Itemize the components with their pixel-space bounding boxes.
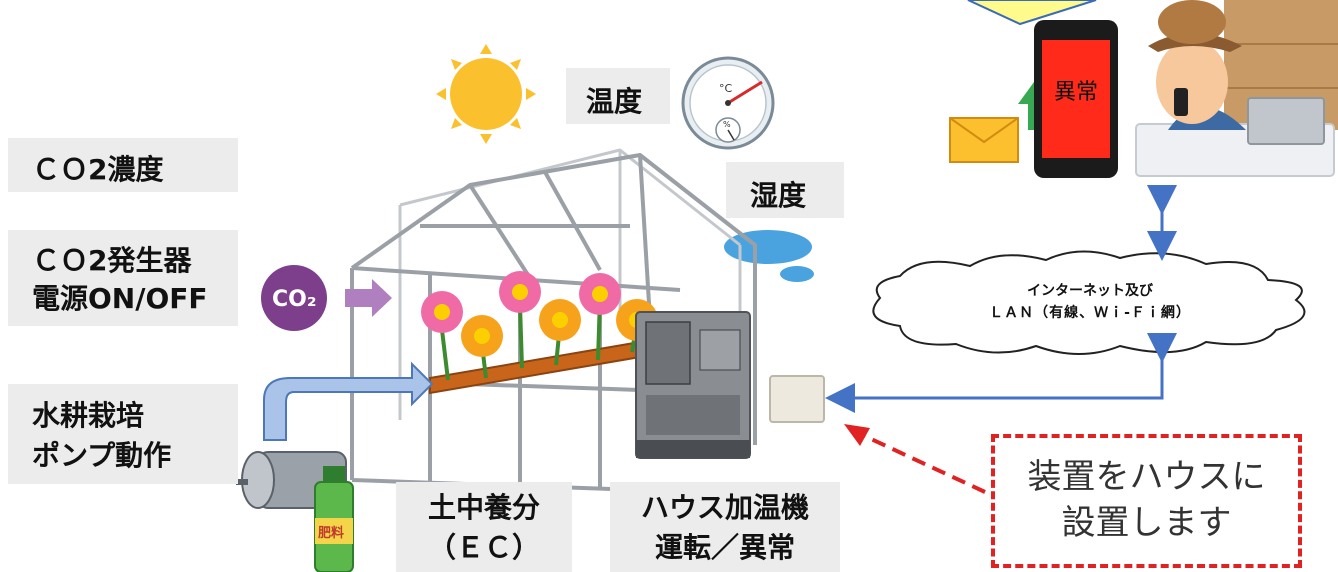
hydroponics-label: 水耕栽培 ポンプ動作 [8,384,238,484]
network-label: インターネット及び ＬＡＮ（有線、Ｗｉ-Ｆｉ網） [900,280,1280,324]
network-line2: ＬＡＮ（有線、Ｗｉ-Ｆｉ網） [989,305,1191,321]
co2-generator-power-text: 電源ON/OFF [32,282,208,315]
humidity-label: 湿度 [726,162,844,218]
co2-generator-text: ＣＯ2発生器 [32,244,192,277]
humidity-text: 湿度 [750,179,807,212]
callout-line1: 装置をハウスに [1027,457,1266,497]
fertilizer-label: 肥料 [318,525,344,541]
heater-label: ハウス加温機 運転／異常 [610,482,840,572]
hydroponics-text: 水耕栽培 [32,399,145,432]
humidity-icon [724,230,814,282]
mail-icon [949,117,1019,163]
callout-line2: 設置します [1061,503,1232,543]
water-flow-arrow [263,361,434,441]
soil-nutrients-label: 土中養分 （ＥＣ） [396,482,572,572]
temperature-text: 温度 [586,85,643,118]
soil-nutrients-text: 土中養分 [427,491,540,524]
flowers-illustration [421,271,658,381]
install-pointer-line [855,430,986,494]
speech-balloon-tail [967,0,1097,26]
install-pointer-head [844,424,870,446]
co2-icon [261,265,392,331]
control-box-device [769,375,825,423]
co2-badge-text: CO₂ [272,287,316,312]
heater-machine-icon [635,311,751,459]
heater-text: ハウス加温機 [640,491,809,524]
network-line1: インターネット及び [1027,283,1153,299]
thermometer-icon [681,56,775,150]
hygrometer-unit: % [723,120,731,129]
pump-operation-text: ポンプ動作 [32,439,172,472]
co2-concentration-label: ＣＯ2濃度 [8,138,238,192]
install-callout: 装置をハウスに 設置します [991,434,1302,568]
farmer-illustration [1135,0,1338,177]
co2-concentration-text: ＣＯ2濃度 [32,153,164,186]
temperature-label: 温度 [566,68,670,124]
network-connectors [825,185,1177,413]
co2-generator-label: ＣＯ2発生器 電源ON/OFF [8,230,238,326]
smartphone-icon [1034,20,1118,178]
fertilizer-bottle-icon [314,466,354,572]
sun-icon [436,44,536,144]
thermometer-unit: °C [719,82,733,95]
ec-text: （ＥＣ） [427,531,540,564]
phone-alert-text: 異常 [1053,80,1098,105]
heater-status-text: 運転／異常 [654,531,795,564]
